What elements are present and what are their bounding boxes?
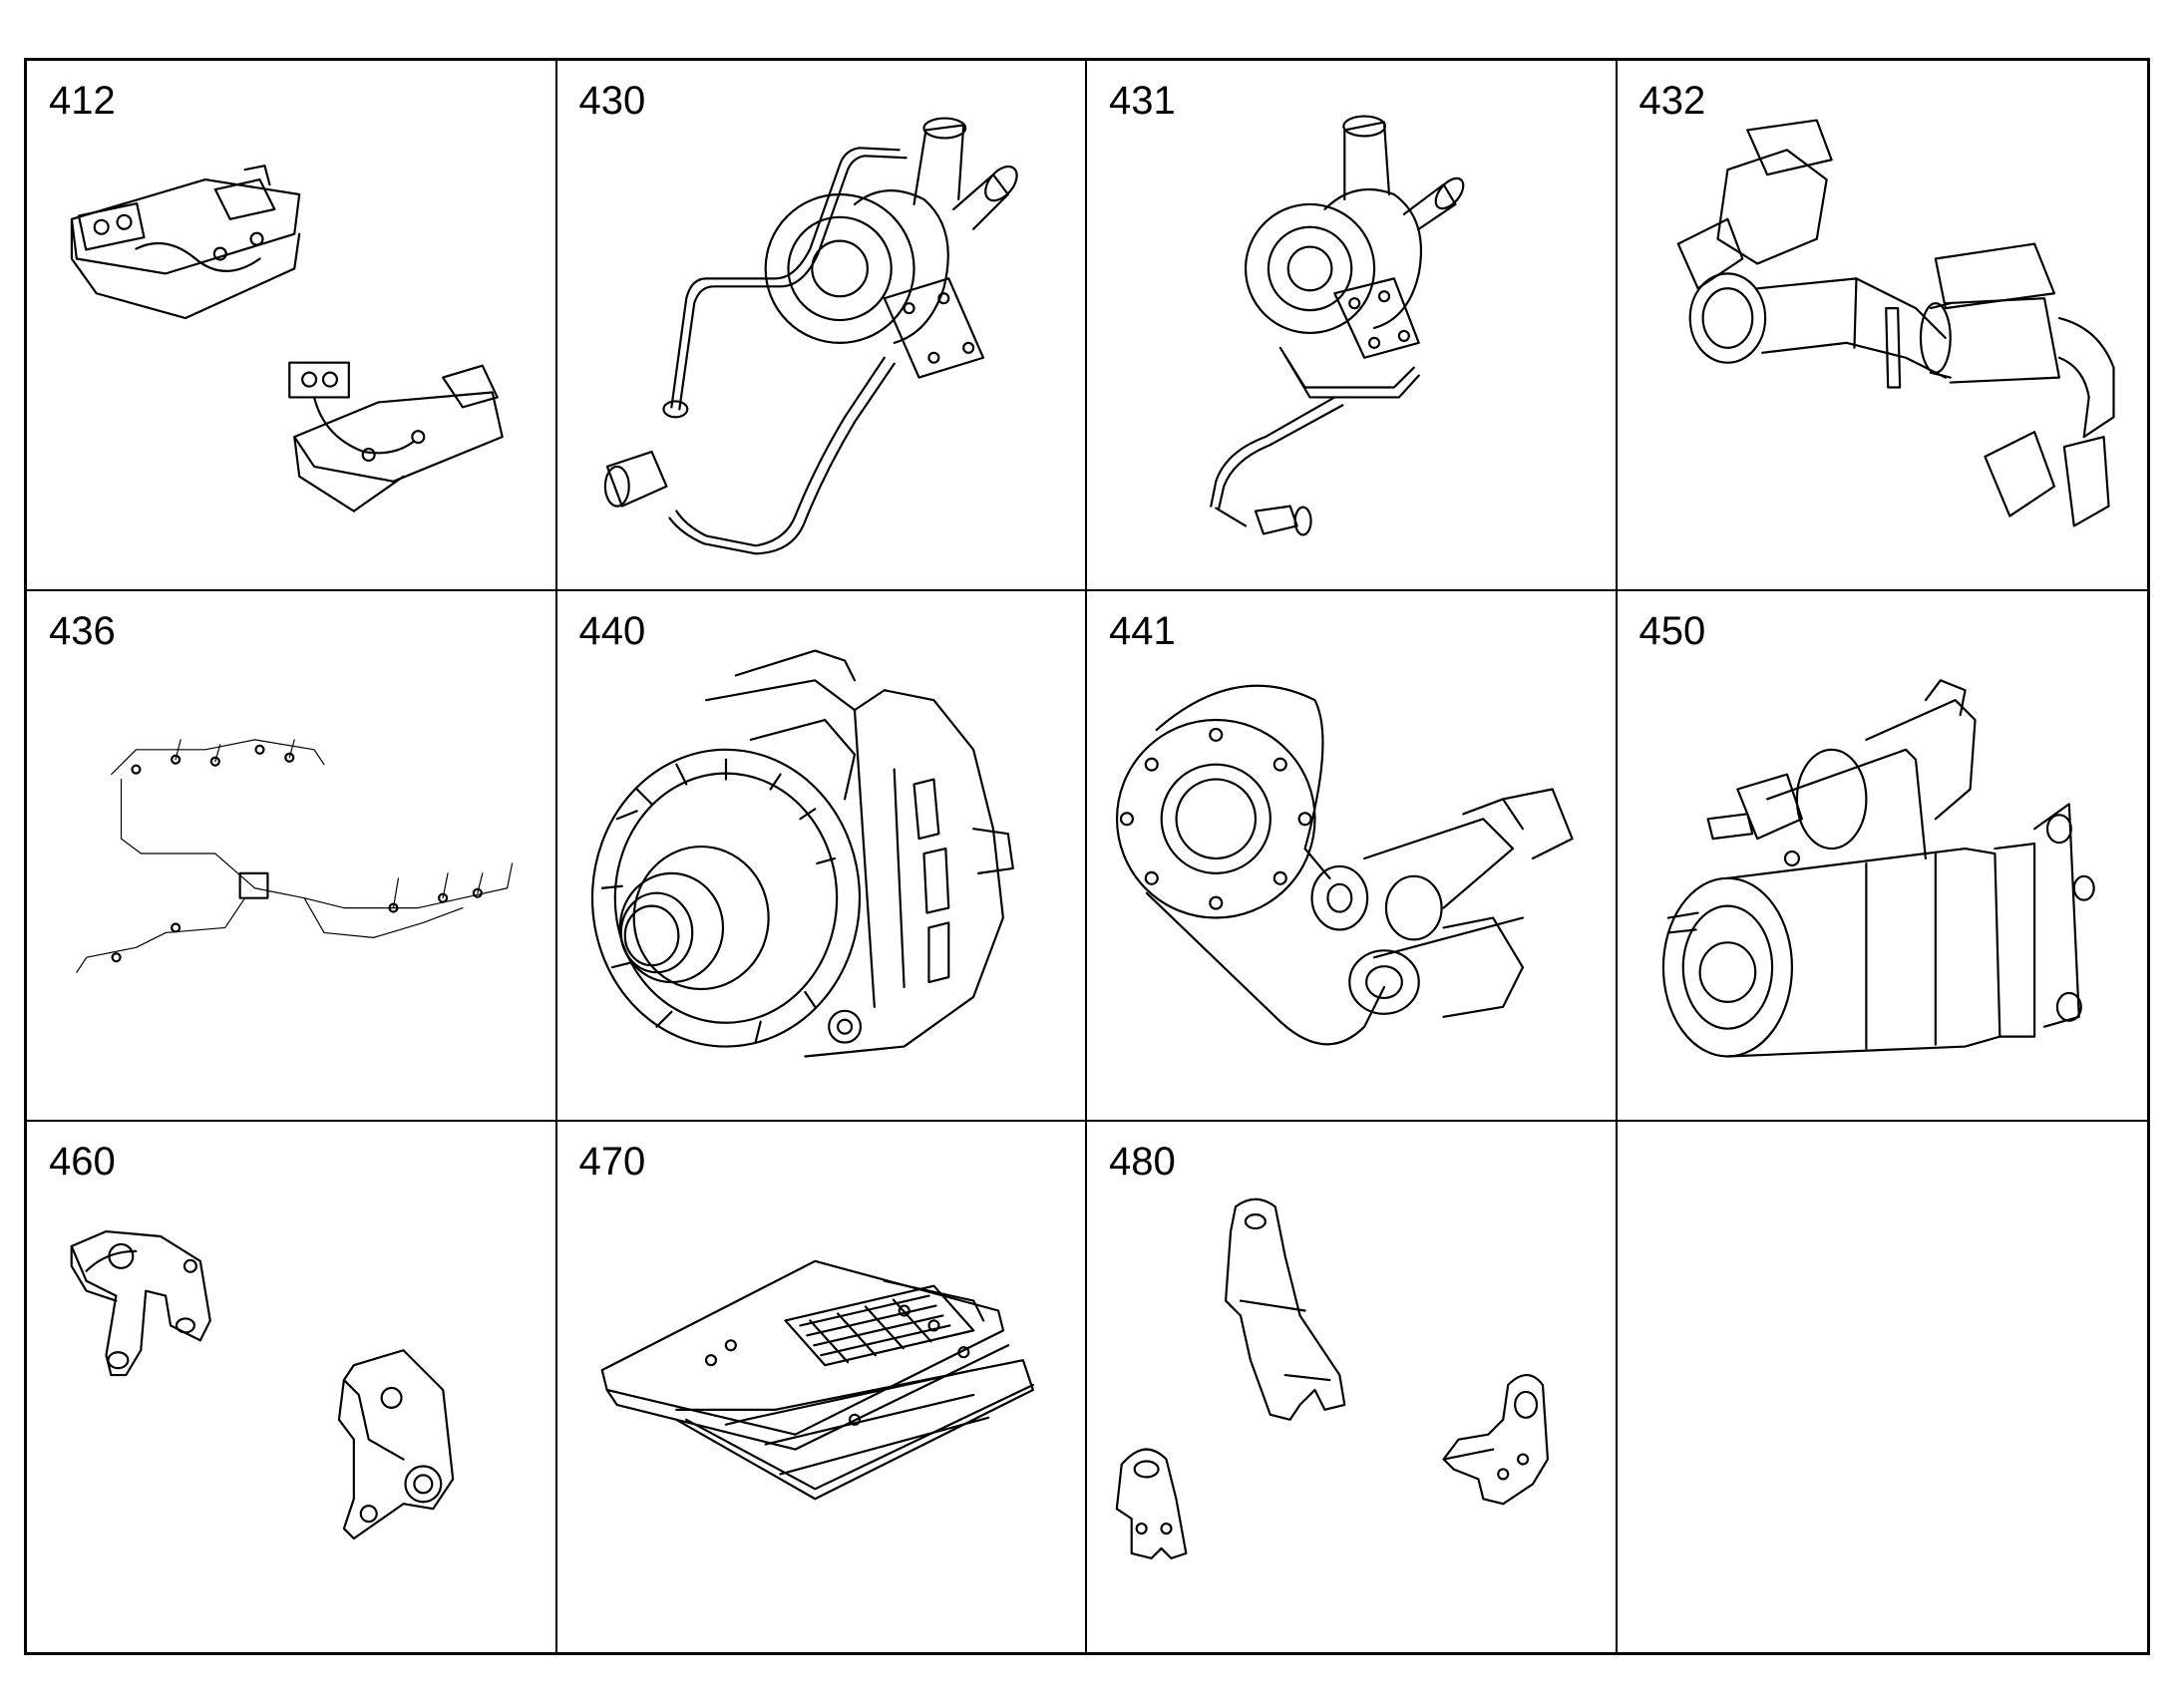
part-number: 431	[1109, 79, 1176, 123]
part-cell-436[interactable]: 436	[27, 591, 557, 1122]
part-number: 450	[1638, 609, 1706, 653]
part-cell-431[interactable]: 431	[1087, 61, 1618, 591]
egr-valve-pipe-icon	[1676, 119, 2115, 527]
empty-cell	[1618, 1122, 2148, 1652]
alternator-icon	[590, 649, 1014, 1058]
part-cell-470[interactable]: 470	[557, 1122, 1087, 1652]
starter-motor-icon	[1661, 679, 2095, 1058]
part-number: 470	[578, 1140, 646, 1184]
part-number: 480	[1109, 1140, 1176, 1184]
turbocharger-with-pipes-icon	[603, 117, 1018, 555]
engine-mount-bracket-icon	[70, 1229, 455, 1540]
lifting-eye-bracket-icon	[1115, 1197, 1550, 1559]
part-cell-480[interactable]: 480	[1087, 1122, 1618, 1652]
part-number: 440	[578, 609, 646, 653]
part-cell-432[interactable]: 432	[1617, 61, 2147, 591]
exhaust-manifold-icon	[70, 165, 504, 512]
part-number: 436	[49, 609, 116, 653]
heat-shield-plate-icon	[600, 1259, 1034, 1501]
part-cell-430[interactable]: 430	[556, 61, 1087, 591]
part-number: 432	[1638, 79, 1706, 123]
part-number: 441	[1109, 609, 1176, 653]
part-cell-450[interactable]: 450	[1617, 591, 2147, 1122]
belt-drive-icon	[1115, 684, 1574, 1046]
wiring-harness-icon	[76, 739, 514, 973]
part-cell-412[interactable]: 412	[27, 61, 557, 591]
part-number: 430	[578, 79, 646, 123]
part-number: 460	[49, 1140, 116, 1184]
part-cell-460[interactable]: 460	[27, 1122, 557, 1652]
part-number: 412	[49, 79, 116, 123]
parts-catalog-grid: 412 430	[24, 58, 2150, 1655]
part-cell-441[interactable]: 441	[1087, 591, 1618, 1122]
turbocharger-icon	[1210, 115, 1465, 536]
part-cell-440[interactable]: 440	[556, 591, 1087, 1122]
